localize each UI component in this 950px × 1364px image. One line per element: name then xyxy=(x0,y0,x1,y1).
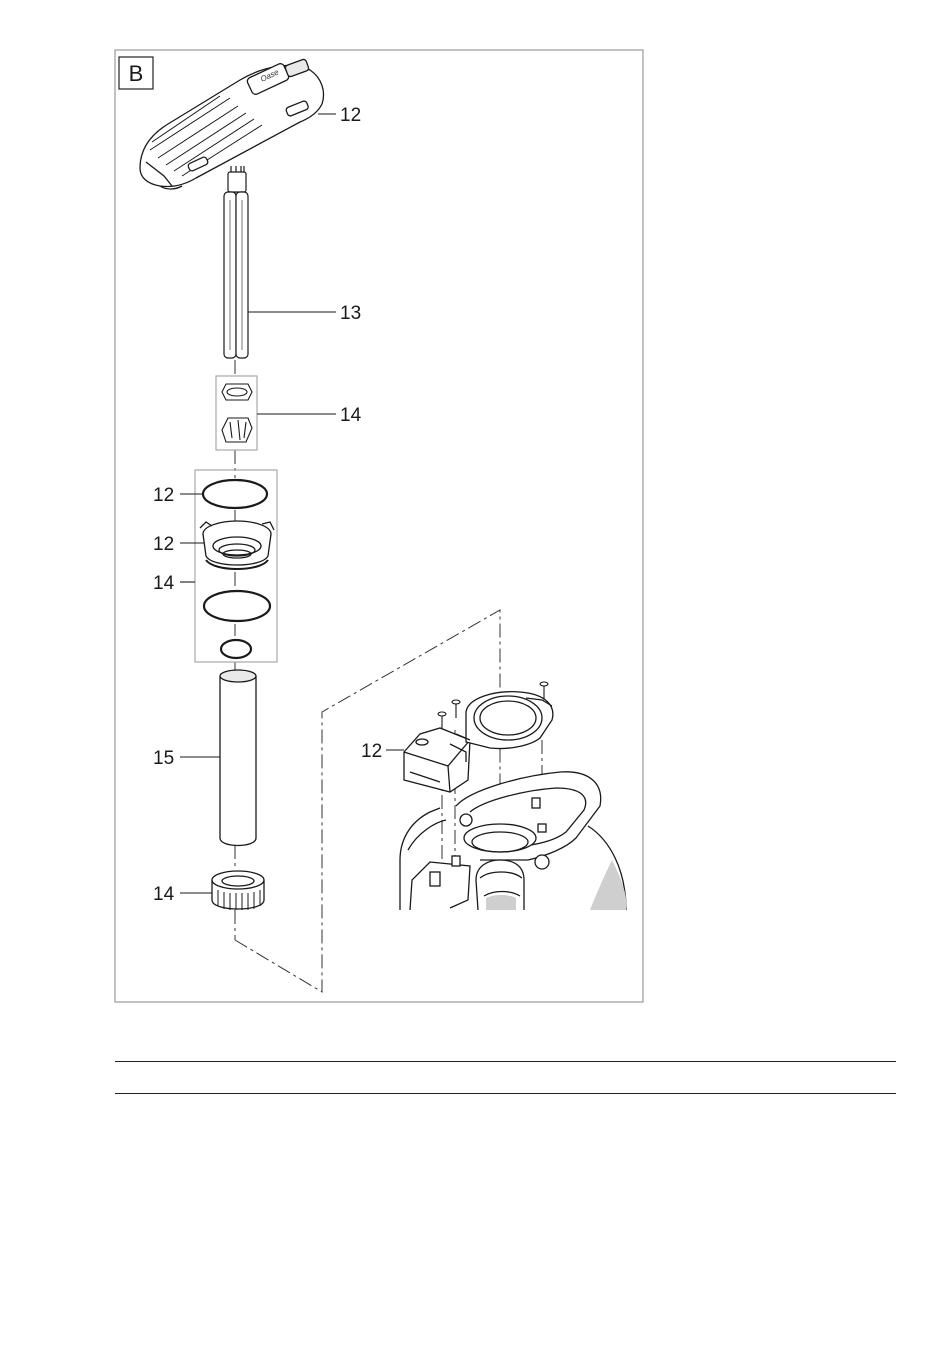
bayonet-ring-part xyxy=(200,521,274,569)
cover-part xyxy=(140,59,324,189)
lamp-clips-part xyxy=(216,376,257,450)
housing-assembly xyxy=(400,772,626,910)
callout-quartz-tube: 15 xyxy=(153,748,174,769)
screw-1 xyxy=(438,712,446,728)
screw-2 xyxy=(452,700,460,718)
seal-ring-small xyxy=(221,640,251,658)
rule-upper xyxy=(115,1061,896,1062)
panel-letter: B xyxy=(129,61,144,86)
rule-lower xyxy=(115,1093,896,1094)
callout-mount-bracket: 12 xyxy=(361,741,382,762)
callout-seal-set: 14 xyxy=(153,573,175,594)
callout-lamp-clips: 14 xyxy=(340,405,362,426)
callouts: 12 13 14 12 12 14 15 14 12 xyxy=(153,105,382,905)
callout-o-ring-upper: 12 xyxy=(153,485,174,506)
callout-lamp: 13 xyxy=(340,303,361,324)
quartz-tube-part xyxy=(220,670,256,846)
uv-lamp-part xyxy=(224,166,248,358)
callout-bayonet-ring: 12 xyxy=(153,534,174,555)
o-ring-upper xyxy=(203,480,267,508)
o-ring-lower xyxy=(204,591,270,621)
figure-frame xyxy=(115,50,643,1002)
union-nut-part xyxy=(212,871,264,910)
knob-shadow xyxy=(486,895,516,910)
panel-label: B xyxy=(119,57,153,89)
callout-cover: 12 xyxy=(340,105,361,126)
callout-union-nut: 14 xyxy=(153,884,175,905)
